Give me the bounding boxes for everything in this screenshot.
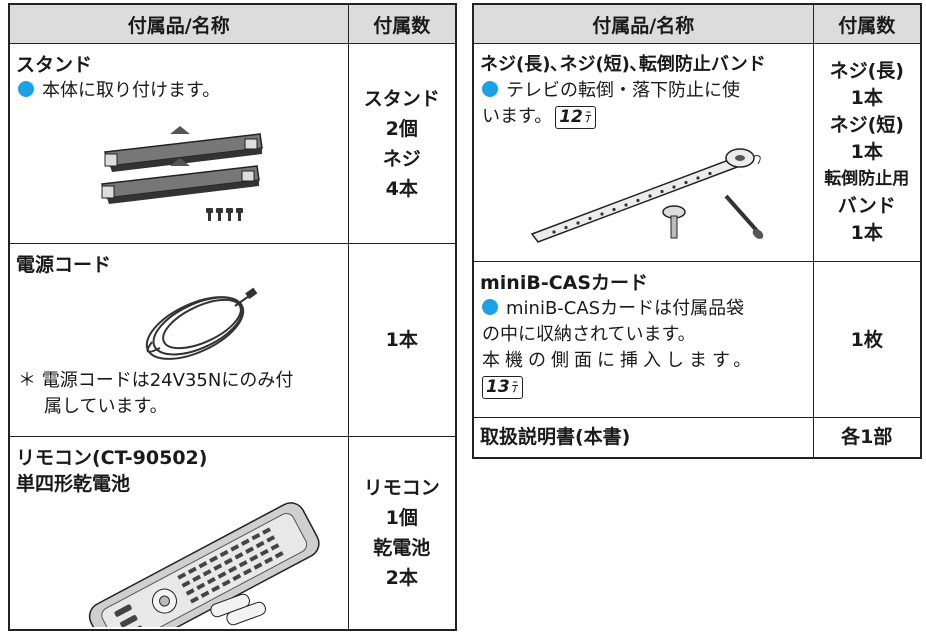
stand-desc-line: 本体に取り付けます。 <box>10 78 348 104</box>
battery-name: 単四形乾電池 <box>16 473 131 495</box>
power-cord-count: 1本 <box>347 243 457 437</box>
power-cord-note-line1: 電源コードは24V35Nにのみ付 <box>41 370 294 391</box>
screws-band-count-line: ネジ(短) <box>829 114 904 136</box>
short-screw-image <box>662 205 686 239</box>
bcas-cell: miniB-CASカード miniB-CASカードは付属品袋 の中に収納されてい… <box>472 261 814 418</box>
screws-band-cell: ネジ(長)､ネジ(短)､転倒防止バンド テレビの転倒・落下防止に使 います。12… <box>472 43 814 262</box>
stand-count-line: 2個 <box>385 117 418 140</box>
note-mark: ＊ <box>18 370 36 391</box>
screws-band-count-line: バンド <box>837 195 896 217</box>
remote-count-cell: リモコン 1個 乾電池 2本 <box>347 436 457 630</box>
power-cord-cell: 電源コード ＊ 電源コードは24V35Nにのみ付 属しています。 <box>8 243 349 437</box>
screws-band-count-cell: ネジ(長) 1本 ネジ(短) 1本 転倒防止用 バンド 1本 <box>812 43 922 262</box>
stand-illustration <box>100 126 263 221</box>
bcas-name: miniB-CASカード <box>480 272 649 294</box>
remote-illustration <box>88 502 320 627</box>
stand-row: スタンド 本体に取り付けます。 <box>8 43 457 244</box>
remote-count-line: 2本 <box>385 566 418 589</box>
screws-band-count-line: 1本 <box>850 87 883 109</box>
manual-name: 取扱説明書(本書) <box>480 426 631 449</box>
blue-dot-icon <box>482 81 498 97</box>
bcas-desc-line1: miniB-CASカードは付属品袋 <box>506 298 745 319</box>
right-header-row: 付属品/名称 付属数 <box>472 3 922 44</box>
screws-band-name: ネジ(長)､ネジ(短)､転倒防止バンド <box>480 54 766 75</box>
stand-name: スタンド <box>16 54 93 76</box>
long-screw-image <box>724 194 764 239</box>
manual-count: 各1部 <box>812 417 922 458</box>
right-header-count: 付属数 <box>812 3 922 44</box>
bcas-row: miniB-CASカード miniB-CASカードは付属品袋 の中に収納されてい… <box>472 261 922 418</box>
power-cord-note-line2: 属しています。 <box>44 396 168 417</box>
page-ref-arrow-icon: ﾃ <box>584 110 592 126</box>
remote-count-line: 乾電池 <box>373 536 431 559</box>
stand-top-image <box>103 126 263 172</box>
screws-band-count-line: ネジ(長) <box>829 60 904 82</box>
manual-row: 取扱説明書(本書) 各1部 <box>472 417 922 458</box>
bcas-count: 1枚 <box>812 261 922 418</box>
screws-image <box>206 208 243 221</box>
blue-dot-icon <box>482 299 498 315</box>
manual-cell: 取扱説明書(本書) <box>472 417 814 458</box>
power-cord-row: 電源コード ＊ 電源コードは24V35Nにのみ付 属しています。 <box>8 243 457 437</box>
stand-count-line: 4本 <box>385 177 418 200</box>
page-ref-arrow-icon: ﾃ <box>511 380 519 396</box>
band-screws-illustration <box>530 148 764 243</box>
left-header-count: 付属数 <box>347 3 457 44</box>
blue-dot-icon <box>18 81 34 97</box>
remote-cell: リモコン(CT-90502) 単四形乾電池 <box>8 436 349 630</box>
remote-count-line: リモコン <box>363 476 440 499</box>
screws-band-desc-line2: います。 <box>482 106 553 127</box>
bcas-desc: miniB-CASカードは付属品袋 の中に収納されています。 本機の側面に挿入し… <box>474 296 813 400</box>
page-ref-number: 13 <box>486 377 510 397</box>
power-cord-name: 電源コード <box>16 254 112 276</box>
stand-desc: 本体に取り付けます。 <box>42 80 221 101</box>
right-header-name: 付属品/名称 <box>472 3 814 44</box>
power-cord-illustration <box>145 287 258 360</box>
left-accessory-table: 付属品/名称 付属数 スタンド 本体に取り付けます。 <box>8 3 457 631</box>
screws-band-count-line: 1本 <box>850 222 883 244</box>
left-header-name: 付属品/名称 <box>8 3 349 44</box>
bcas-desc-line2: の中に収納されています。 <box>482 324 696 345</box>
remote-row: リモコン(CT-90502) 単四形乾電池 <box>8 436 457 630</box>
screws-band-count-line: 1本 <box>850 141 883 163</box>
left-header-row: 付属品/名称 付属数 <box>8 3 457 44</box>
right-accessory-table: 付属品/名称 付属数 ネジ(長)､ネジ(短)､転倒防止バンド テレビの転倒・落下… <box>472 3 922 459</box>
screws-band-row: ネジ(長)､ネジ(短)､転倒防止バンド テレビの転倒・落下防止に使 います。12… <box>472 43 922 262</box>
bcas-desc-line3: 本機の側面に挿入します。 <box>482 350 757 371</box>
power-cord-note: ＊ 電源コードは24V35Nにのみ付 属しています。 <box>10 368 348 420</box>
battery-image <box>210 593 266 626</box>
stand-count-line: ネジ <box>382 147 421 170</box>
page-ref-number: 12 <box>559 107 583 127</box>
screws-band-count-line: 転倒防止用 <box>824 169 910 189</box>
stand-cell: スタンド 本体に取り付けます。 <box>8 43 349 244</box>
remote-count-line: 1個 <box>385 506 418 529</box>
screws-band-desc-line1: テレビの転倒・落下防止に使 <box>506 80 740 101</box>
stand-count-line: スタンド <box>363 87 440 110</box>
anti-tip-band-image <box>530 148 761 243</box>
stand-bottom-image <box>100 158 260 204</box>
stand-count-cell: スタンド 2個 ネジ 4本 <box>347 43 457 244</box>
remote-name: リモコン(CT-90502) <box>16 447 208 469</box>
